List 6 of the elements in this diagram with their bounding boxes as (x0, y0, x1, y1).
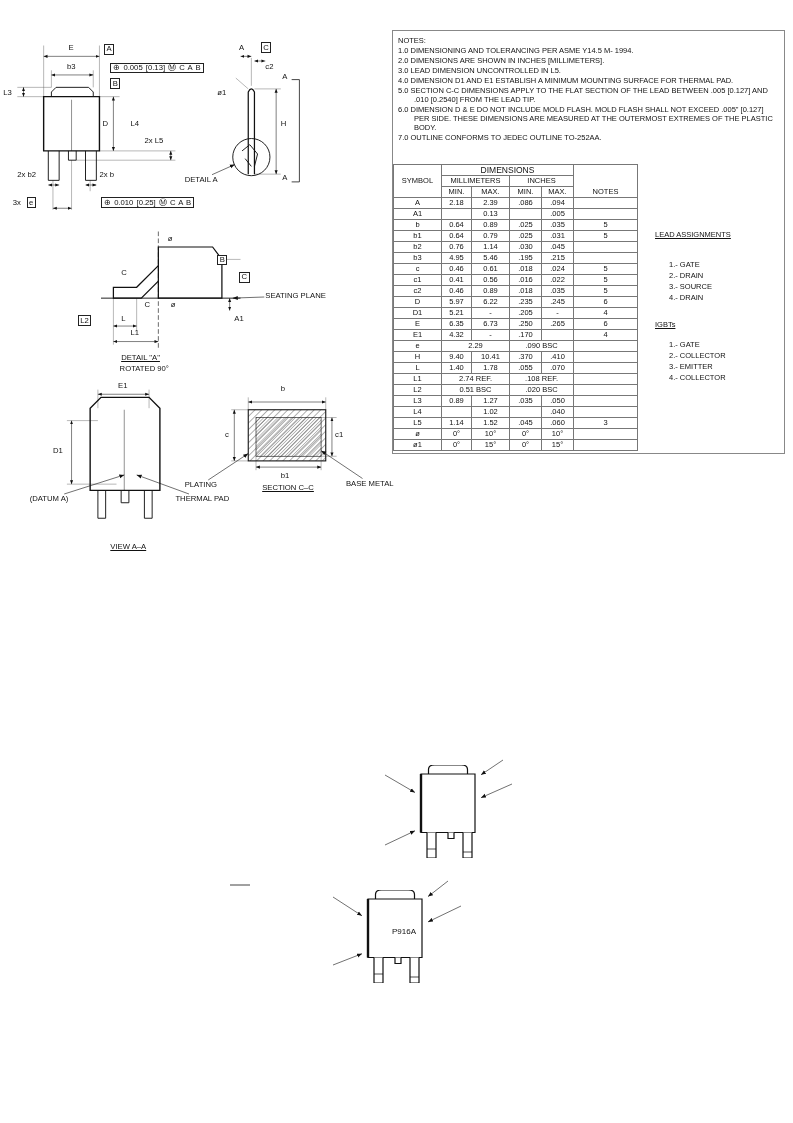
hatched-core (255, 417, 322, 457)
seating-plane-line (100, 297, 241, 299)
column-header: DIMENSIONS (441, 164, 574, 176)
part-marking-text: P916A (392, 928, 417, 936)
detail-circle (232, 138, 271, 177)
hatched-section (247, 409, 327, 462)
